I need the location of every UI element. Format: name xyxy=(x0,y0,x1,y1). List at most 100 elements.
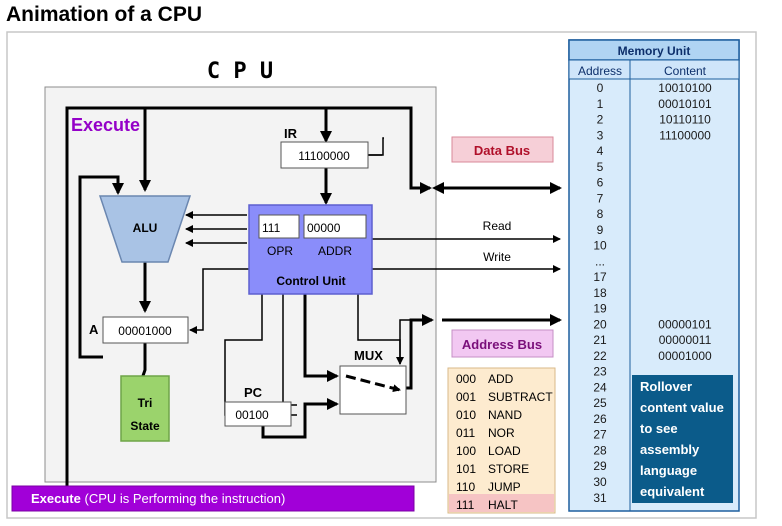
memory-address: 6 xyxy=(597,176,604,190)
memory-address: 28 xyxy=(593,443,607,457)
instruction-rows: 000 ADD 001 SUBTRACT 010 NAND 011 NOR 100 LOAD 101… xyxy=(456,372,553,512)
wire-cu-to-mux xyxy=(303,294,339,382)
instruction-name: STORE xyxy=(488,462,529,476)
instruction-name: HALT xyxy=(488,498,518,512)
memory-address: 25 xyxy=(593,396,607,410)
instruction-name: JUMP xyxy=(488,480,521,494)
rollover-tooltip xyxy=(632,375,733,503)
memory-content-cell[interactable]: 10010100 xyxy=(658,81,712,95)
address-bus-label-box xyxy=(451,329,554,358)
a-value: 00001000 xyxy=(118,324,172,338)
instruction-code: 010 xyxy=(456,408,476,422)
instruction-name: NOR xyxy=(488,426,515,440)
memory-address: 31 xyxy=(593,491,607,505)
opr-register xyxy=(258,214,300,239)
memory-address: 7 xyxy=(597,191,604,205)
memory-content-cell[interactable]: 00000011 xyxy=(659,333,712,347)
control-unit-label: Control Unit xyxy=(276,274,345,288)
instruction-code: 000 xyxy=(456,372,476,386)
memory-address: 24 xyxy=(593,380,607,394)
instruction-name: ADD xyxy=(488,372,514,386)
pc-register xyxy=(224,401,292,427)
addr-value: 00000 xyxy=(307,221,341,235)
tooltip-line: assembly xyxy=(640,442,700,457)
write-label: Write xyxy=(483,250,511,264)
data-bus-label-box xyxy=(451,136,554,163)
a-register xyxy=(102,316,189,344)
instruction-code: 011 xyxy=(456,426,475,440)
memory-address: 26 xyxy=(593,412,607,426)
instruction-code: 001 xyxy=(456,390,476,404)
tooltip-line: equivalent xyxy=(640,484,705,499)
page-title: Animation of a CPU xyxy=(6,3,202,26)
ir-register xyxy=(280,141,369,169)
instruction-code: 111 xyxy=(456,498,475,512)
tooltip-line: content value xyxy=(640,400,724,415)
data-bus-label: Data Bus xyxy=(474,143,530,158)
instruction-code: 100 xyxy=(456,444,476,458)
memory-content-cell[interactable]: 00010101 xyxy=(658,97,712,111)
memory-address: 9 xyxy=(597,223,604,237)
memory-col-address: Address xyxy=(578,64,622,78)
tri-state-buffer xyxy=(120,375,170,442)
memory-address: 5 xyxy=(597,160,604,174)
instruction-name: NAND xyxy=(488,408,522,422)
wire-cu-to-a xyxy=(189,268,250,334)
instruction-halt-highlight xyxy=(449,494,554,512)
wire-mux-to-addr-bus xyxy=(403,314,434,390)
memory-address: 30 xyxy=(593,475,607,489)
memory-address: 20 xyxy=(593,317,607,331)
tooltip-line: to see xyxy=(640,421,678,436)
stage-label: Execute xyxy=(71,115,140,135)
instruction-code: 101 xyxy=(456,462,476,476)
addr-label: ADDR xyxy=(318,244,352,258)
a-label: A xyxy=(89,322,99,337)
status-bar-text: Execute (CPU is Performing the instructi… xyxy=(31,491,285,506)
memory-address: 4 xyxy=(597,144,604,158)
tri-state-line2: State xyxy=(130,419,160,433)
status-stage: Execute xyxy=(31,491,81,506)
memory-address: 21 xyxy=(593,333,607,347)
memory-address: 23 xyxy=(593,365,607,379)
instruction-set-table xyxy=(447,367,556,514)
thick-wires xyxy=(65,106,562,489)
memory-content-cell[interactable]: 00000101 xyxy=(658,317,712,331)
address-bus-label: Address Bus xyxy=(462,337,542,352)
memory-address: 3 xyxy=(597,128,604,142)
instruction-name: LOAD xyxy=(488,444,521,458)
tooltip-line: Rollover xyxy=(640,379,692,394)
instruction-code: 110 xyxy=(456,480,475,494)
status-description: (CPU is Performing the instruction) xyxy=(81,491,285,506)
memory-title: Memory Unit xyxy=(618,44,691,58)
memory-address: 29 xyxy=(593,459,607,473)
memory-address: ... xyxy=(595,254,605,268)
opr-value: 111 xyxy=(262,221,281,235)
tri-state-line1: Tri xyxy=(138,396,153,410)
memory-address: 27 xyxy=(593,428,607,442)
memory-content-cell[interactable]: 00001000 xyxy=(658,349,712,363)
memory-address: 8 xyxy=(597,207,604,221)
memory-address: 0 xyxy=(597,81,604,95)
opr-label: OPR xyxy=(267,244,293,258)
ir-label: IR xyxy=(284,126,298,141)
mux-label: MUX xyxy=(354,348,383,363)
alu-unit xyxy=(98,195,192,263)
memory-content-cell[interactable]: 11100000 xyxy=(659,128,711,142)
mux-unit xyxy=(339,365,407,415)
memory-address: 22 xyxy=(593,349,607,363)
addr-register xyxy=(303,214,367,239)
memory-address: 2 xyxy=(597,113,604,127)
wire-loop-left xyxy=(65,106,432,489)
memory-address: 18 xyxy=(593,286,607,300)
ir-value: 11100000 xyxy=(298,149,350,163)
alu-label: ALU xyxy=(133,221,158,235)
instruction-name: SUBTRACT xyxy=(488,390,553,404)
memory-address: 10 xyxy=(593,239,607,253)
wire-ir-right xyxy=(368,137,384,156)
memory-col-content: Content xyxy=(664,64,707,78)
wire-a-to-alu-loop xyxy=(78,175,124,359)
memory-content-cell[interactable]: 10110110 xyxy=(659,113,711,127)
